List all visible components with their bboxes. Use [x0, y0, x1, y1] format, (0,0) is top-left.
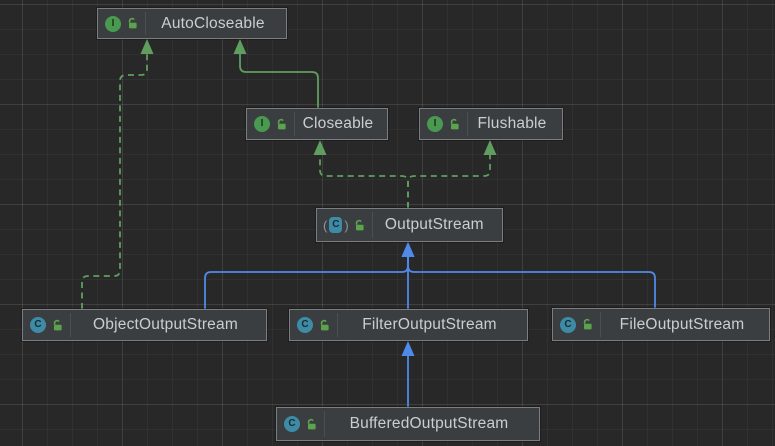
- abstract-paren-left: (: [323, 217, 328, 233]
- class-name-label: FileOutputStream: [619, 315, 745, 333]
- interface-icon: I: [105, 15, 121, 32]
- class-name-label: OutputStream: [384, 216, 484, 233]
- class-node-FilterOutputStream[interactable]: C FilterOutputStream: [289, 309, 528, 341]
- node-icons: C: [284, 416, 318, 432]
- node-icons: I: [254, 116, 288, 132]
- interface-icon: I: [254, 116, 270, 132]
- class-name-label: Flushable: [477, 115, 547, 132]
- open-lock-icon: [51, 319, 64, 332]
- class-icon: C: [284, 416, 300, 432]
- edge-ObjectOutputStream-implements-AutoCloseable: [81, 54, 148, 309]
- arrowhead-OutputStream-Flushable: [483, 140, 497, 155]
- open-lock-icon: [275, 118, 288, 131]
- arrowhead-ObjectOutputStream-AutoCloseable: [140, 39, 154, 54]
- class-name-label: Closeable: [302, 115, 374, 132]
- arrowhead-FileOutputStream-OutputStream: [401, 242, 415, 257]
- node-header-divider: [294, 112, 295, 136]
- edge-OutputStream-implements-Closeable: [319, 155, 409, 208]
- class-icon: C: [560, 316, 576, 333]
- edge-OutputStream-implements-Flushable: [407, 155, 491, 208]
- class-node-OutputStream[interactable]: (C) OutputStream: [316, 208, 503, 242]
- arrowhead-OutputStream-Closeable: [313, 140, 327, 155]
- class-node-FileOutputStream[interactable]: C FileOutputStream: [552, 308, 770, 341]
- node-header-divider: [600, 312, 601, 337]
- node-header-divider: [70, 313, 71, 337]
- class-node-BufferedOutputStream[interactable]: C BufferedOutputStream: [276, 407, 540, 441]
- edge-ObjectOutputStream-extends-OutputStream: [204, 257, 409, 309]
- arrowhead-Closeable-AutoCloseable: [233, 39, 247, 54]
- node-header-divider: [371, 212, 373, 238]
- node-header-divider: [337, 313, 338, 337]
- class-icon: C: [30, 317, 46, 333]
- abstract-class-icon: C: [329, 217, 343, 233]
- abstract-paren-right: ): [344, 217, 349, 233]
- open-lock-icon: [305, 418, 318, 431]
- node-header-divider: [324, 411, 325, 437]
- class-icon: C: [297, 317, 313, 333]
- class-node-Closeable[interactable]: I Closeable: [246, 108, 388, 140]
- node-icons: I: [427, 116, 461, 132]
- interface-icon: I: [427, 116, 443, 132]
- node-icons: I: [105, 15, 139, 32]
- node-icons: (C): [323, 217, 366, 233]
- node-icons: C: [560, 316, 594, 333]
- class-name-label: BufferedOutputStream: [349, 415, 509, 432]
- edge-FileOutputStream-extends-OutputStream: [407, 257, 656, 308]
- open-lock-icon: [581, 318, 594, 331]
- node-icons: C: [297, 317, 331, 333]
- node-header-divider: [145, 12, 146, 35]
- class-node-Flushable[interactable]: I Flushable: [419, 108, 563, 140]
- open-lock-icon: [448, 118, 461, 131]
- class-node-AutoCloseable[interactable]: I AutoCloseable: [97, 8, 287, 39]
- open-lock-icon: [126, 17, 139, 30]
- class-name-label: AutoCloseable: [161, 14, 265, 32]
- class-name-label: FilterOutputStream: [362, 316, 497, 333]
- node-icons: C: [30, 317, 64, 333]
- open-lock-icon: [353, 219, 366, 232]
- class-name-label: ObjectOutputStream: [93, 316, 238, 333]
- open-lock-icon: [318, 319, 331, 332]
- arrowhead-BufferedOutputStream-FilterOutputStream: [401, 341, 415, 356]
- edge-Closeable-extends-AutoCloseable: [239, 54, 319, 108]
- class-node-ObjectOutputStream[interactable]: C ObjectOutputStream: [22, 309, 267, 341]
- node-header-divider: [467, 112, 468, 136]
